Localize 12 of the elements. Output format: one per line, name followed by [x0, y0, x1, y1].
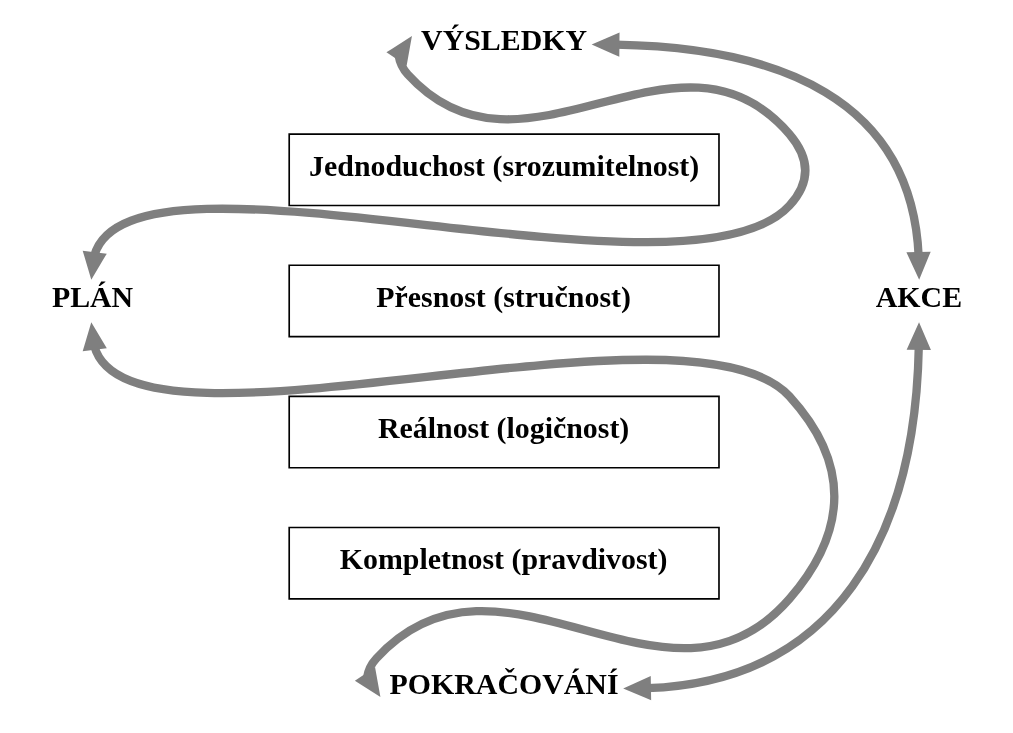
arrow [82, 322, 838, 698]
node-text: POKRAČOVÁNÍ [389, 667, 619, 701]
node-box: Kompletnost (pravdivost) [287, 526, 720, 600]
node-box: Reálnost (logičnost) [287, 395, 720, 469]
arrow [82, 35, 809, 280]
node-box: Jednoduchost (srozumitelnost) [287, 133, 720, 207]
node-box: Přesnost (stručnost) [287, 264, 720, 338]
node-text: AKCE [875, 279, 962, 313]
node-text: PLÁN [51, 279, 133, 313]
arrow [622, 322, 931, 701]
node-text: VÝSLEDKY [420, 23, 587, 57]
arrow [591, 32, 931, 280]
